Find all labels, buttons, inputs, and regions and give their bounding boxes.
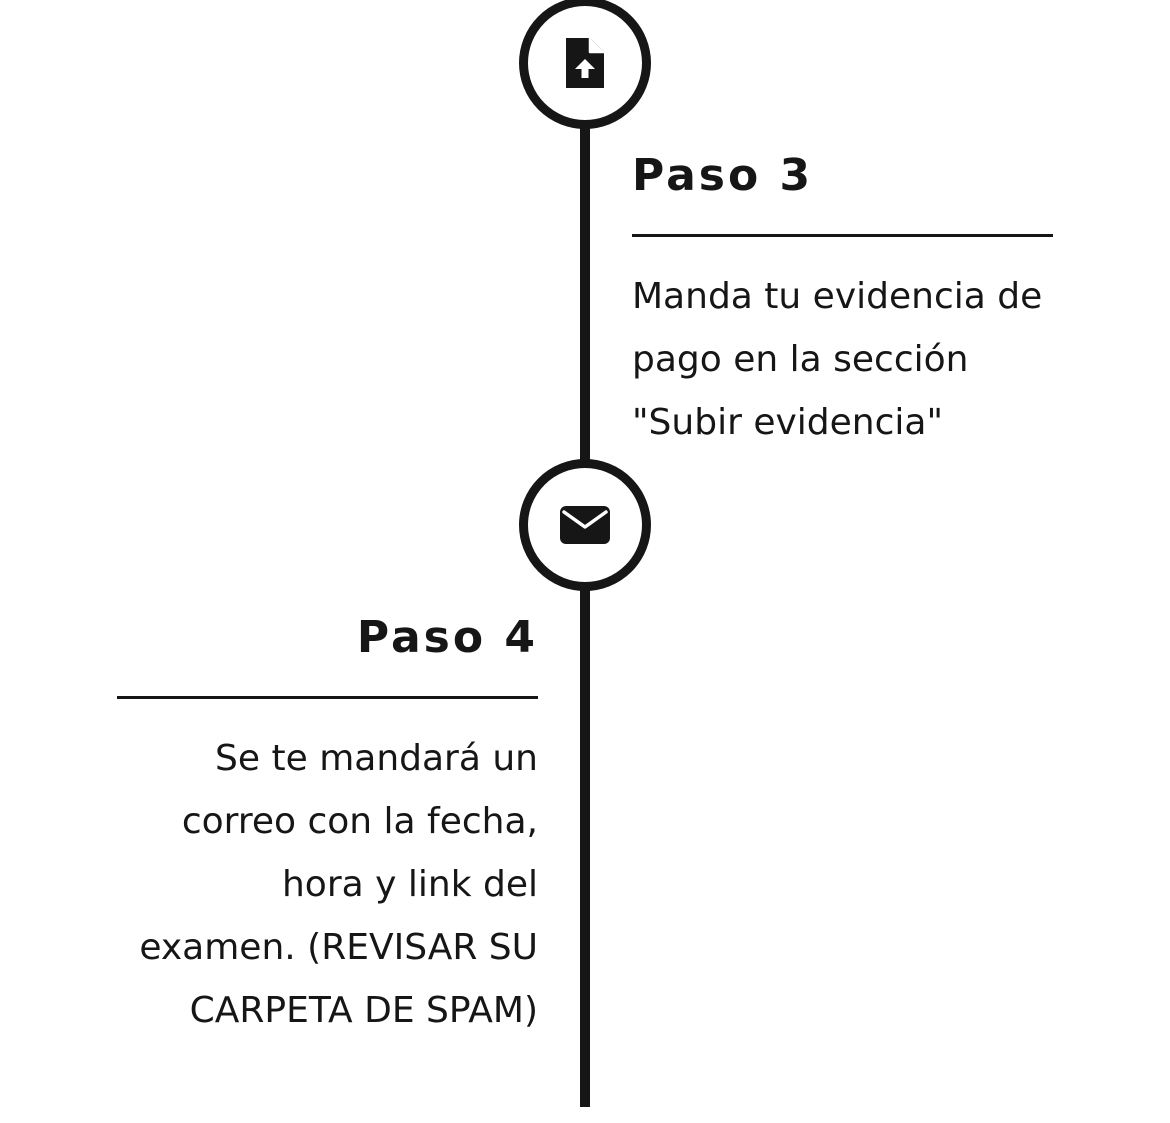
envelope-icon: [560, 506, 610, 544]
step-4-divider: [117, 696, 538, 699]
step-4-description: Se te mandará un correo con la fecha, ho…: [139, 738, 538, 1031]
step-3-description: Manda tu evidencia de pago en la sección…: [632, 276, 1043, 443]
step-3-divider: [632, 234, 1053, 237]
file-upload-icon: [566, 38, 604, 88]
step-4-marker: [519, 459, 651, 591]
step-3: Paso 3 Manda tu evidencia de pago en la …: [632, 146, 1053, 454]
step-3-title: Paso 3: [632, 150, 814, 201]
step-3-marker: [519, 0, 651, 129]
step-4: Paso 4 Se te mandará un correo con la fe…: [117, 608, 538, 1042]
step-4-title: Paso 4: [356, 612, 538, 663]
